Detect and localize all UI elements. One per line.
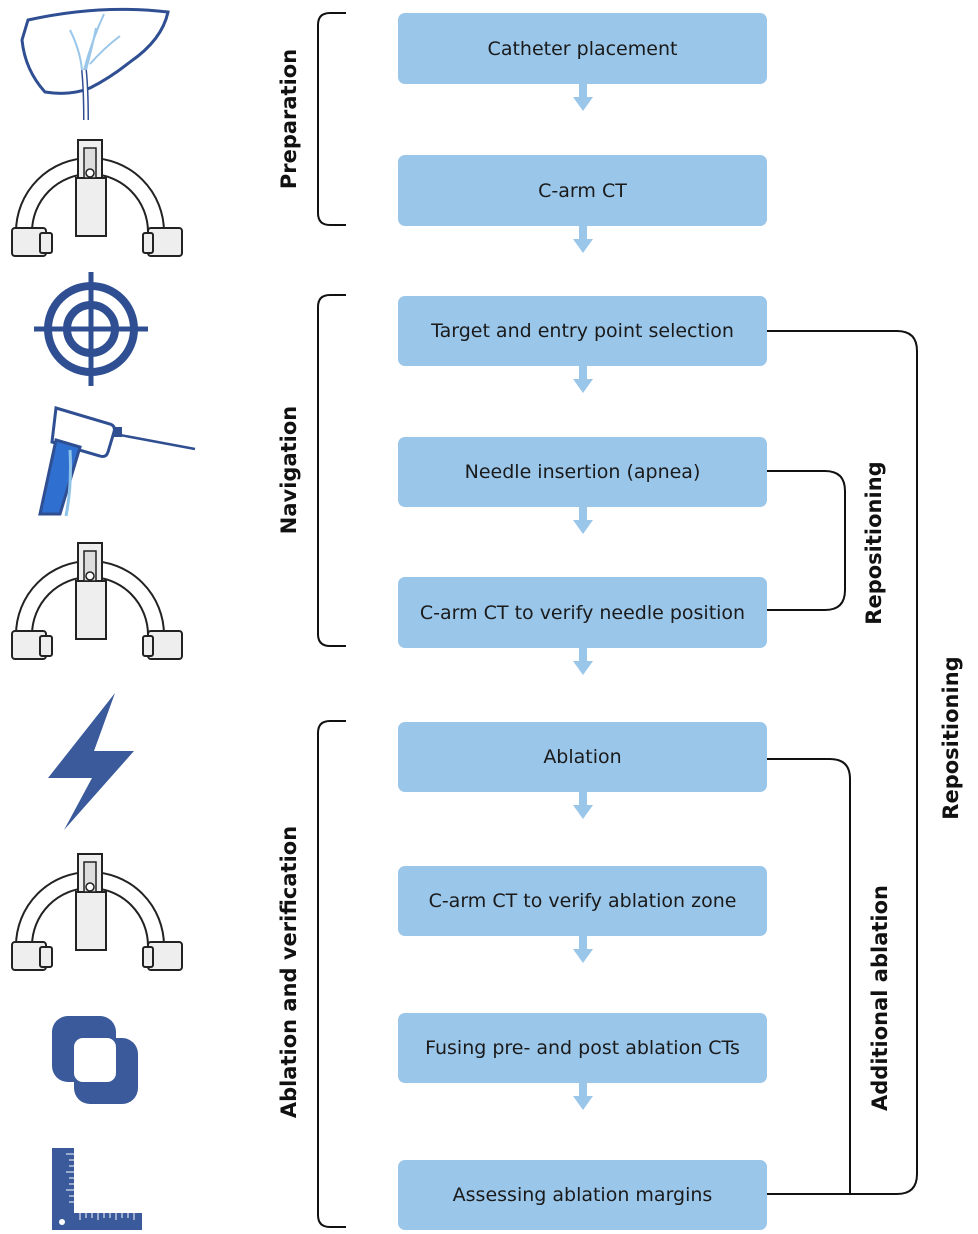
flow-arrow — [573, 936, 593, 963]
flow-arrow — [573, 792, 593, 819]
navigation-bracket — [317, 294, 346, 647]
ablation-bracket — [317, 720, 346, 1228]
loop-label-needle-repositioning: Repositioning — [862, 461, 886, 625]
additional-ablation-loop — [767, 758, 851, 1195]
liver-catheter-icon — [20, 7, 170, 121]
flow-arrow — [573, 226, 593, 253]
group-label-navigation: Navigation — [277, 405, 301, 535]
ruler-icon — [52, 1148, 142, 1230]
group-label-ablation-verification: Ablation and verification — [277, 825, 301, 1119]
preparation-bracket — [317, 12, 346, 226]
flow-arrow — [573, 366, 593, 393]
step-fusing-cts: Fusing pre- and post ablation CTs — [398, 1013, 767, 1083]
needle-repositioning-loop — [767, 470, 846, 611]
step-catheter-placement: Catheter placement — [398, 13, 767, 84]
c-arm-icon — [12, 140, 182, 256]
flow-arrow — [573, 648, 593, 675]
step-needle-insertion: Needle insertion (apnea) — [398, 437, 767, 507]
needle-device-icon — [38, 406, 196, 517]
loop-label-full-repositioning: Repositioning — [939, 656, 963, 820]
step-c-arm-ct: C-arm CT — [398, 155, 767, 226]
group-label-preparation: Preparation — [277, 48, 301, 190]
full-repositioning-loop — [767, 330, 918, 1195]
fusion-squares-icon — [52, 1016, 138, 1104]
flow-arrows — [573, 84, 593, 1110]
step-verify-ablation-zone: C-arm CT to verify ablation zone — [398, 866, 767, 936]
c-arm-icon — [12, 543, 182, 659]
loop-label-additional-ablation: Additional ablation — [868, 885, 892, 1111]
step-assessing-margins: Assessing ablation margins — [398, 1160, 767, 1230]
flow-arrow — [573, 84, 593, 111]
flow-arrow — [573, 1083, 593, 1110]
c-arm-icon — [12, 854, 182, 970]
step-target-entry-selection: Target and entry point selection — [398, 296, 767, 366]
lightning-bolt-icon — [48, 693, 134, 830]
target-crosshair-icon — [34, 272, 148, 386]
step-verify-needle-position: C-arm CT to verify needle position — [398, 577, 767, 648]
flow-arrow — [573, 507, 593, 534]
step-ablation: Ablation — [398, 722, 767, 792]
